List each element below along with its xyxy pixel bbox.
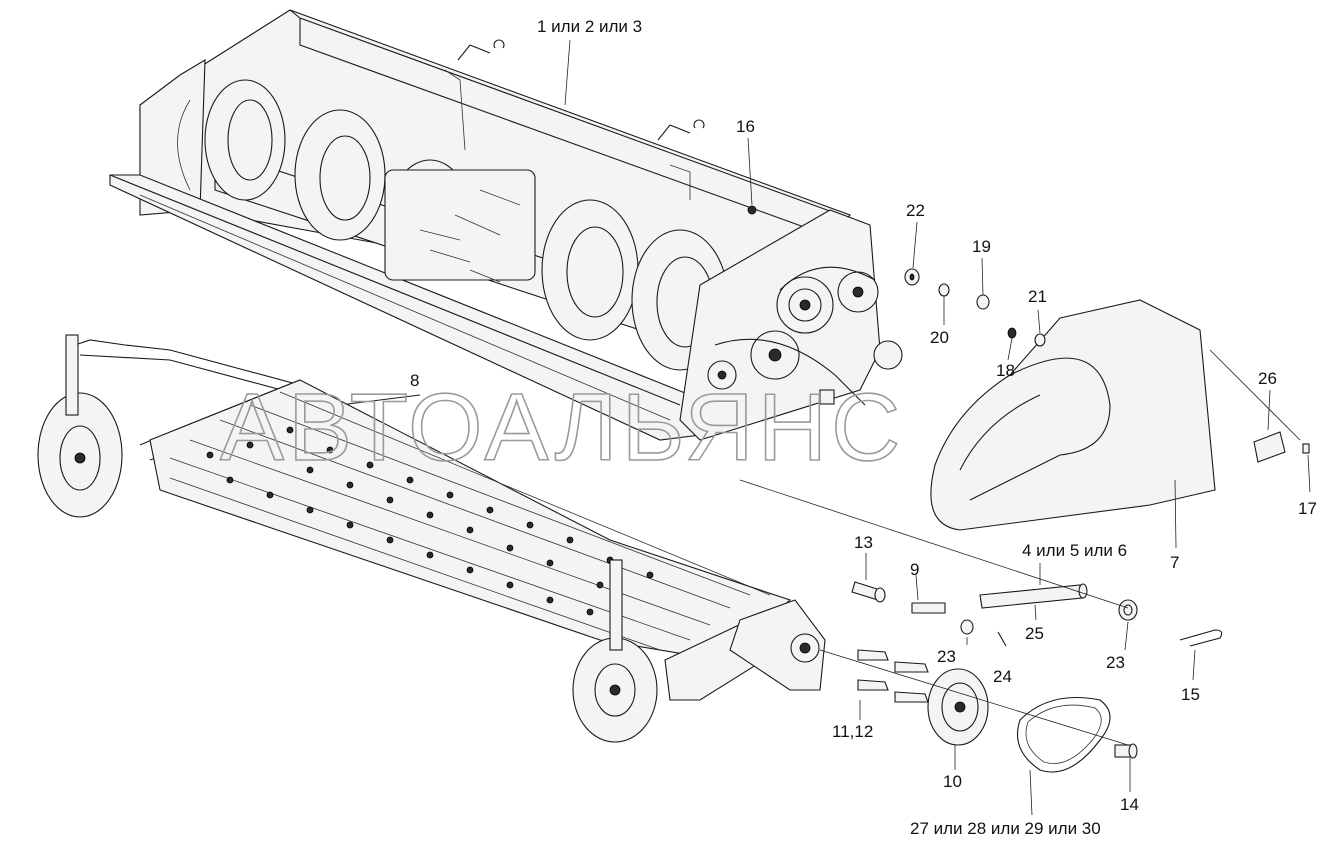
callout-19: 19 bbox=[972, 237, 991, 256]
drive-cover bbox=[930, 299, 1216, 531]
callout-7: 7 bbox=[1170, 553, 1179, 572]
callout-24: 24 bbox=[993, 667, 1012, 686]
watermark: АВТОАЛЬЯНС bbox=[220, 374, 904, 481]
callout-25: 25 bbox=[1025, 624, 1044, 643]
callout-14: 14 bbox=[1120, 795, 1139, 814]
callout-1: 1 или 2 или 3 bbox=[537, 17, 642, 36]
callout-18: 18 bbox=[996, 361, 1015, 380]
callout-26: 26 bbox=[1258, 369, 1277, 388]
leader-lines bbox=[564, 39, 1311, 816]
callout-22: 22 bbox=[906, 201, 925, 220]
callout-10: 10 bbox=[943, 772, 962, 791]
pickup-frame bbox=[37, 334, 826, 743]
callout-15: 15 bbox=[1181, 685, 1200, 704]
callout-23-right: 23 bbox=[1106, 653, 1125, 672]
callout-20: 20 bbox=[930, 328, 949, 347]
header-housing bbox=[109, 9, 903, 441]
callout-16: 16 bbox=[736, 117, 755, 136]
callout-11-12: 11,12 bbox=[832, 722, 873, 741]
callout-13: 13 bbox=[854, 533, 873, 552]
callout-labels: 1 или 2 или 3 16 22 19 21 20 18 8 26 17 … bbox=[410, 17, 1317, 838]
callout-17: 17 bbox=[1298, 499, 1317, 518]
callout-4: 4 или 5 или 6 bbox=[1022, 541, 1127, 560]
callout-9: 9 bbox=[910, 560, 919, 579]
callout-27: 27 или 28 или 29 или 30 bbox=[910, 819, 1101, 838]
callout-23-left: 23 bbox=[937, 647, 956, 666]
callout-8: 8 bbox=[410, 371, 419, 390]
callout-21: 21 bbox=[1028, 287, 1047, 306]
